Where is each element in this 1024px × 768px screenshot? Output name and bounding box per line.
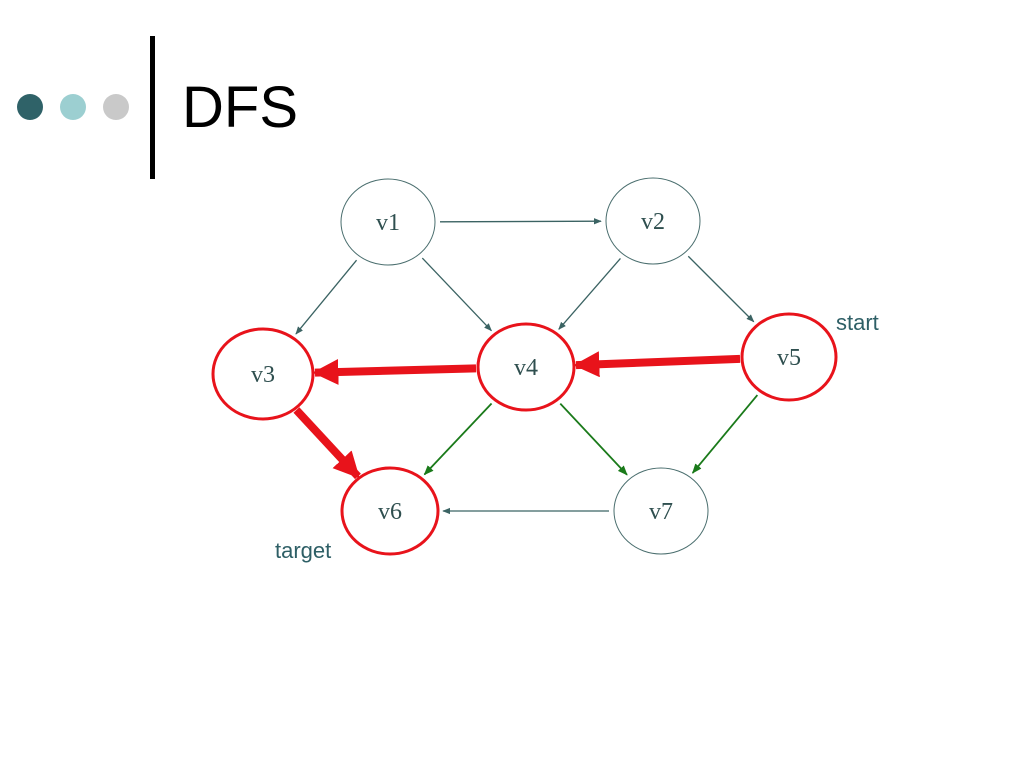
- bullet-dot-dark: [17, 94, 43, 120]
- node-circle-v7: [613, 467, 709, 555]
- node-circle-v6: [340, 466, 440, 556]
- start-annotation: start: [836, 310, 879, 335]
- node-label-v4: v4: [514, 355, 538, 381]
- bullet-dot-light: [60, 94, 86, 120]
- edge-v5-v4: [573, 351, 741, 378]
- node-v1: v1: [340, 178, 436, 266]
- node-label-v7: v7: [649, 499, 673, 525]
- edge-v5-v7: [691, 394, 759, 474]
- node-label-v2: v2: [641, 209, 665, 235]
- node-circle-v3: [211, 327, 315, 421]
- edge-v2-v4: [558, 257, 621, 330]
- node-v6: v6: [340, 466, 440, 556]
- edge-v4-v3: [312, 358, 477, 385]
- title-divider: [150, 36, 155, 179]
- edge-v1-v2: [439, 218, 602, 225]
- target-annotation: target: [275, 538, 331, 563]
- edge-v4-v6: [423, 402, 493, 476]
- edge-v1-v3: [295, 259, 358, 335]
- edge-v4-v7: [559, 402, 628, 476]
- nodes-layer: v1 v2 v3 v4 v5 v6 v7: [211, 177, 838, 556]
- node-circle-v2: [605, 177, 701, 265]
- node-v4: v4: [476, 322, 576, 412]
- edge-v2-v5: [687, 255, 755, 323]
- edge-v1-v4: [421, 257, 492, 332]
- node-label-v6: v6: [378, 499, 402, 525]
- node-label-v1: v1: [376, 210, 400, 236]
- node-v2: v2: [605, 177, 701, 265]
- node-v3: v3: [211, 327, 315, 421]
- node-label-v5: v5: [777, 345, 801, 371]
- node-v5: v5: [740, 312, 838, 402]
- bullet-dot-gray: [103, 94, 129, 120]
- node-circle-v4: [476, 322, 576, 412]
- edges-layer: [293, 218, 759, 515]
- node-circle-v1: [340, 178, 436, 266]
- edge-v3-v6: [293, 407, 361, 480]
- node-v7: v7: [613, 467, 709, 555]
- node-label-v3: v3: [251, 362, 275, 388]
- slide-title: DFS: [182, 75, 298, 140]
- node-circle-v5: [740, 312, 838, 402]
